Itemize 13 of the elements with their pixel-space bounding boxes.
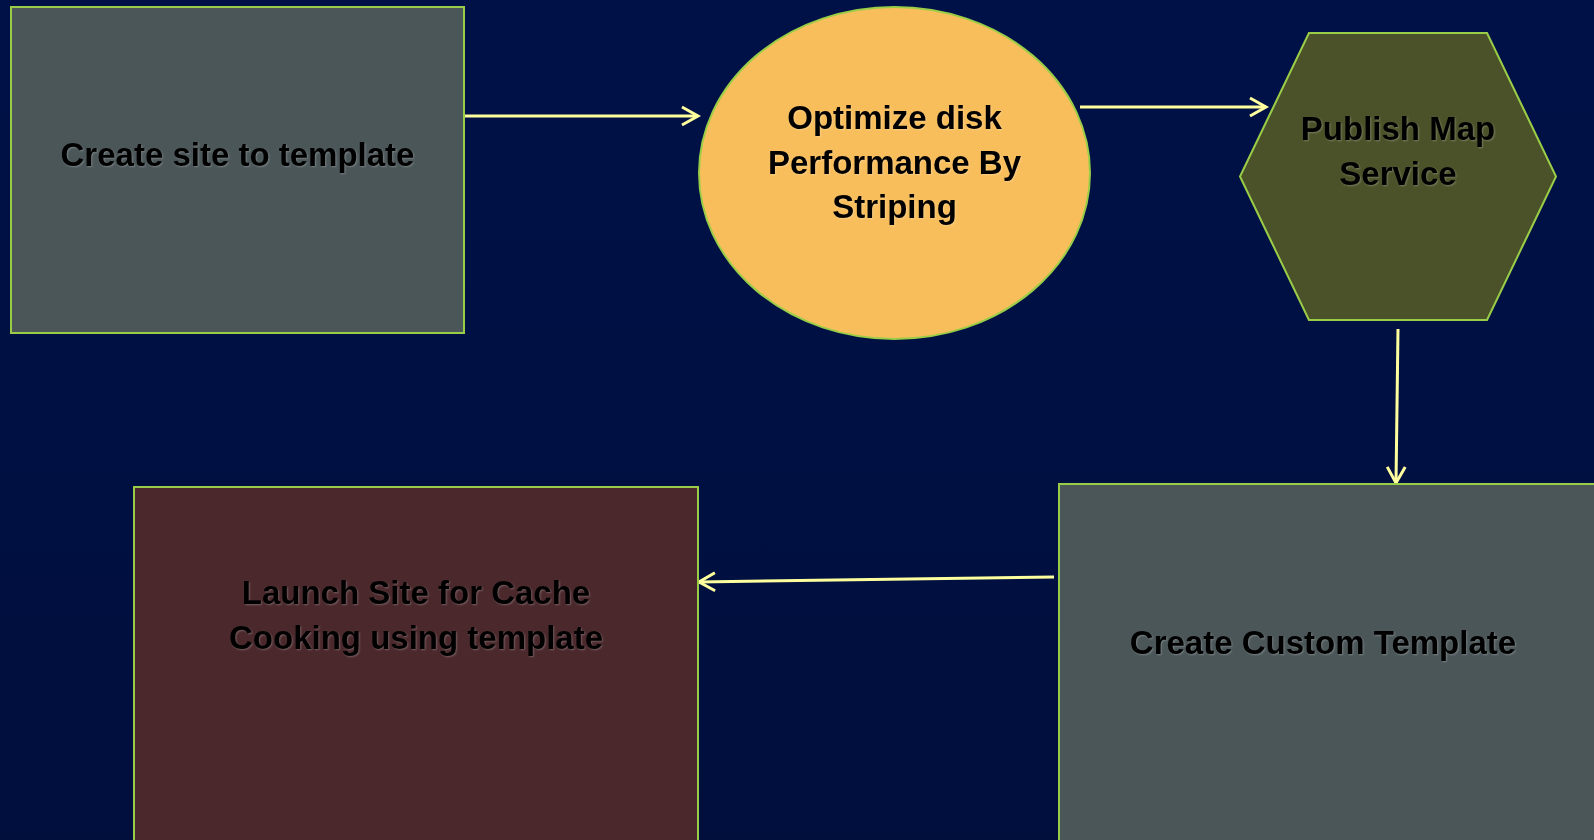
node-label: Launch Site for Cache Cooking using template (228, 573, 604, 658)
process-ellipse (698, 6, 1091, 340)
process-box (1058, 483, 1594, 840)
process-box (133, 486, 699, 840)
node-label: Create Custom Template (1129, 622, 1517, 663)
arrow (1080, 96, 1268, 118)
arrow (465, 105, 700, 127)
node-label: Publish Map Service (1299, 108, 1497, 194)
process-hexagon (1239, 32, 1557, 321)
node-label: Create site to template (60, 134, 415, 175)
node-label: Optimize disk Performance By Striping (766, 98, 1023, 228)
process-box (10, 6, 465, 334)
arrow (1385, 328, 1407, 485)
